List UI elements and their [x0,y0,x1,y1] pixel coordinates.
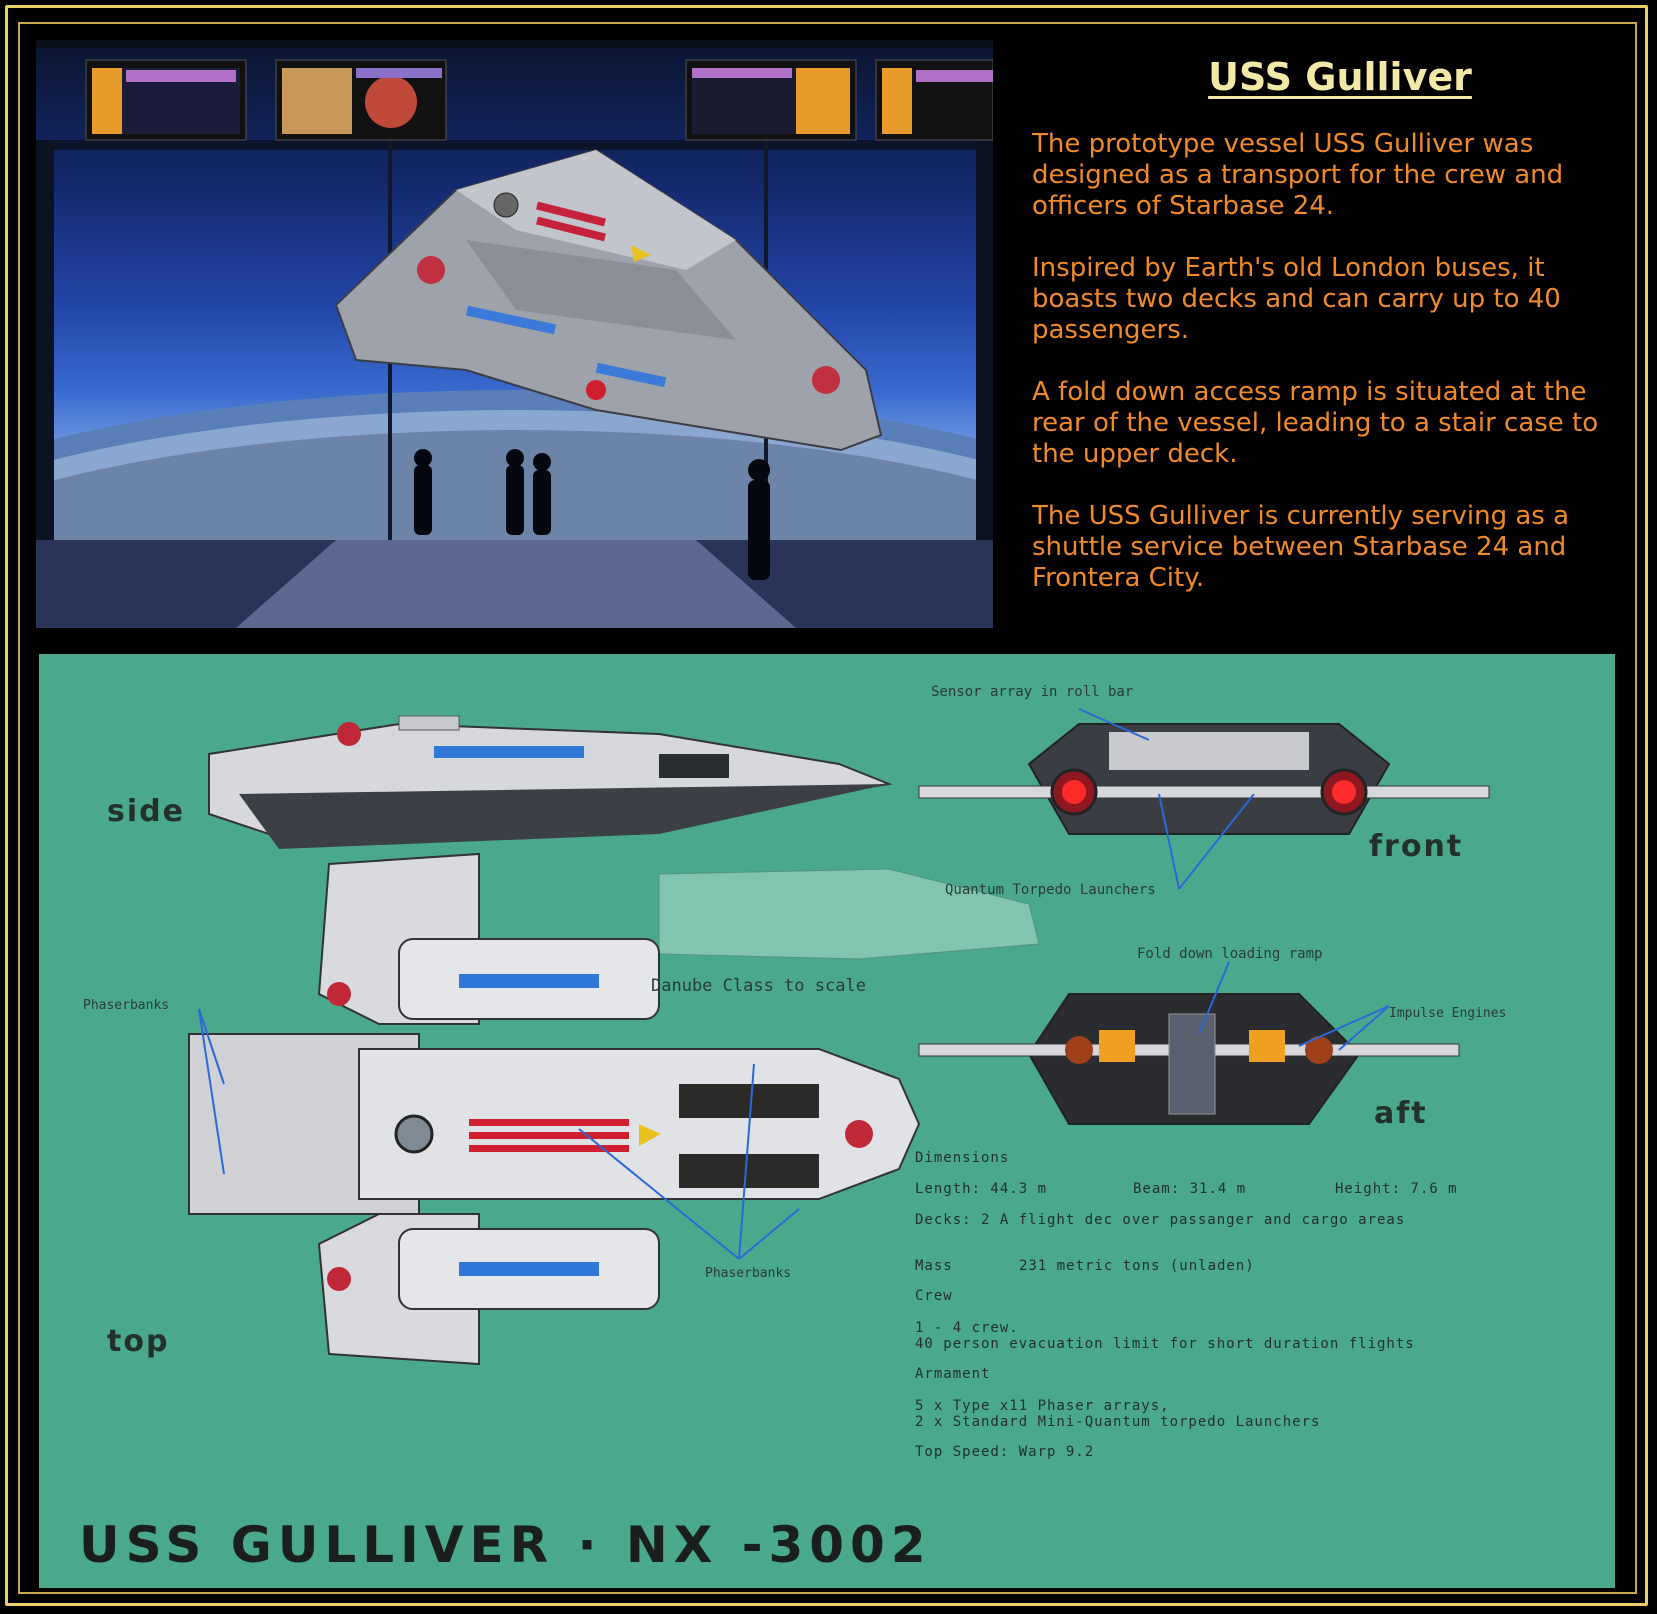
observation-deck-illustration [36,40,993,628]
spec-height: Height: 7.6 m [1335,1181,1458,1197]
front-view-drawing [918,708,1490,890]
spec-top-speed: Top Speed: Warp 9.2 [915,1444,1095,1460]
spec-armament-line-2: 2 x Standard Mini-Quantum torpedo Launch… [915,1414,1321,1430]
spec-crew-line-1: 1 - 4 crew. [915,1320,1019,1336]
spec-crew-line-2: 40 person evacuation limit for short dur… [915,1336,1415,1352]
inner-frame [18,22,1637,1594]
blueprint-panel: side front top aft Sensor array in roll … [39,654,1615,1588]
description-paragraph-3: A fold down access ramp is situated at t… [1032,377,1599,469]
danube-class-caption: Danube Class to scale [651,976,866,996]
spec-armament-line-1: 5 x Type x11 Phaser arrays, [915,1398,1170,1414]
spec-beam: Beam: 31.4 m [1133,1181,1247,1197]
top-view-drawing [188,852,921,1366]
crew-silhouettes [414,449,770,580]
description-panel: USS Gulliver The prototype vessel USS Gu… [1020,55,1630,625]
top-view-label: top [107,1324,170,1359]
loading-ramp-callout: Fold down loading ramp [1137,946,1323,962]
aft-view-label: aft [1374,1096,1428,1131]
spec-length: Length: 44.3 m [915,1181,1048,1197]
registry-heading: USS GULLIVER · NX -3002 [79,1516,932,1574]
side-view-label: side [107,794,185,829]
front-view-label: front [1369,829,1464,864]
monitor-4 [875,59,993,141]
spec-decks: Decks: 2 A flight dec over passanger and… [915,1212,1406,1228]
spec-crew-heading: Crew [915,1288,953,1304]
torpedo-launchers-callout: Quantum Torpedo Launchers [945,882,1156,898]
monitor-2 [275,59,447,141]
impulse-engines-callout: Impulse Engines [1389,1006,1507,1021]
phaserbanks-callout-left: Phaserbanks [83,998,170,1013]
description-paragraph-2: Inspired by Earth's old London buses, it… [1032,253,1561,345]
description-paragraph-1: The prototype vessel USS Gulliver was de… [1032,129,1564,221]
outer-frame [5,5,1648,1606]
page-title: USS Gulliver [1208,55,1472,99]
spec-mass-label: Mass [915,1258,953,1274]
spec-mass-value: 231 metric tons (unladen) [1019,1258,1255,1274]
side-view-drawing [208,715,893,849]
monitor-1 [85,59,247,141]
spec-dimensions-heading: Dimensions [915,1150,1010,1166]
sensor-array-callout: Sensor array in roll bar [931,684,1134,700]
phaserbanks-callout-right: Phaserbanks [705,1266,792,1281]
monitor-3 [685,59,857,141]
blueprint-art [188,708,1490,1366]
scene-art [36,40,993,628]
spec-armament-heading: Armament [915,1366,991,1382]
gulliver-ship-render [334,148,883,452]
description-paragraph-4: The USS Gulliver is currently serving as… [1032,501,1570,593]
aft-view-drawing [918,961,1460,1125]
